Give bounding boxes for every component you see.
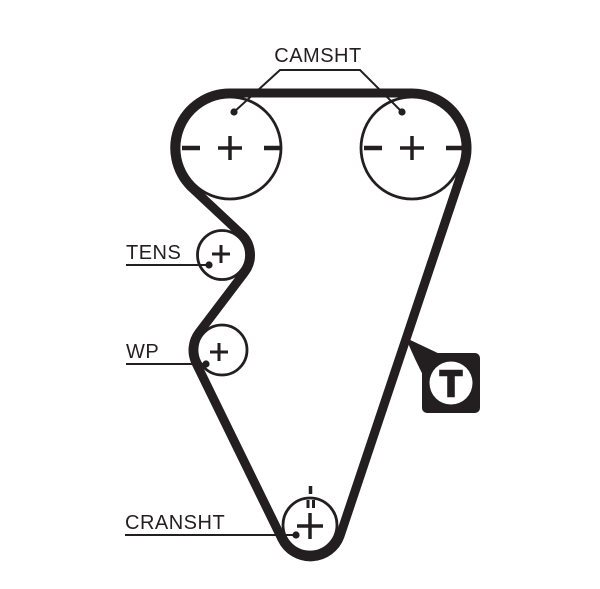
camshaft-left-cross-icon [182,136,282,160]
crankshaft-timing-tick-icon [306,486,315,508]
water-pump-label: WP [126,341,159,363]
tensioner-cross-icon [212,245,230,263]
water-pump-cross-icon [210,343,228,361]
water-pump-pulley [195,323,249,377]
tensioner-leader-line [126,261,213,269]
camshaft-leader-line [230,69,406,116]
crankshaft-cross-icon [297,513,323,539]
brand-t-badge: T [406,338,480,413]
camshaft-right-cross-icon [364,136,466,160]
timing-belt-path [170,88,472,562]
badge-circle [429,361,473,405]
camshaft-label: CAMSHT [274,45,361,67]
water-pump-leader-line [126,360,210,368]
crankshaft-leader-line [125,531,300,539]
brand-letter: T [440,363,462,404]
crankshaft-label: CRANSHT [125,512,225,534]
tensioner-label: TENS [126,242,181,264]
